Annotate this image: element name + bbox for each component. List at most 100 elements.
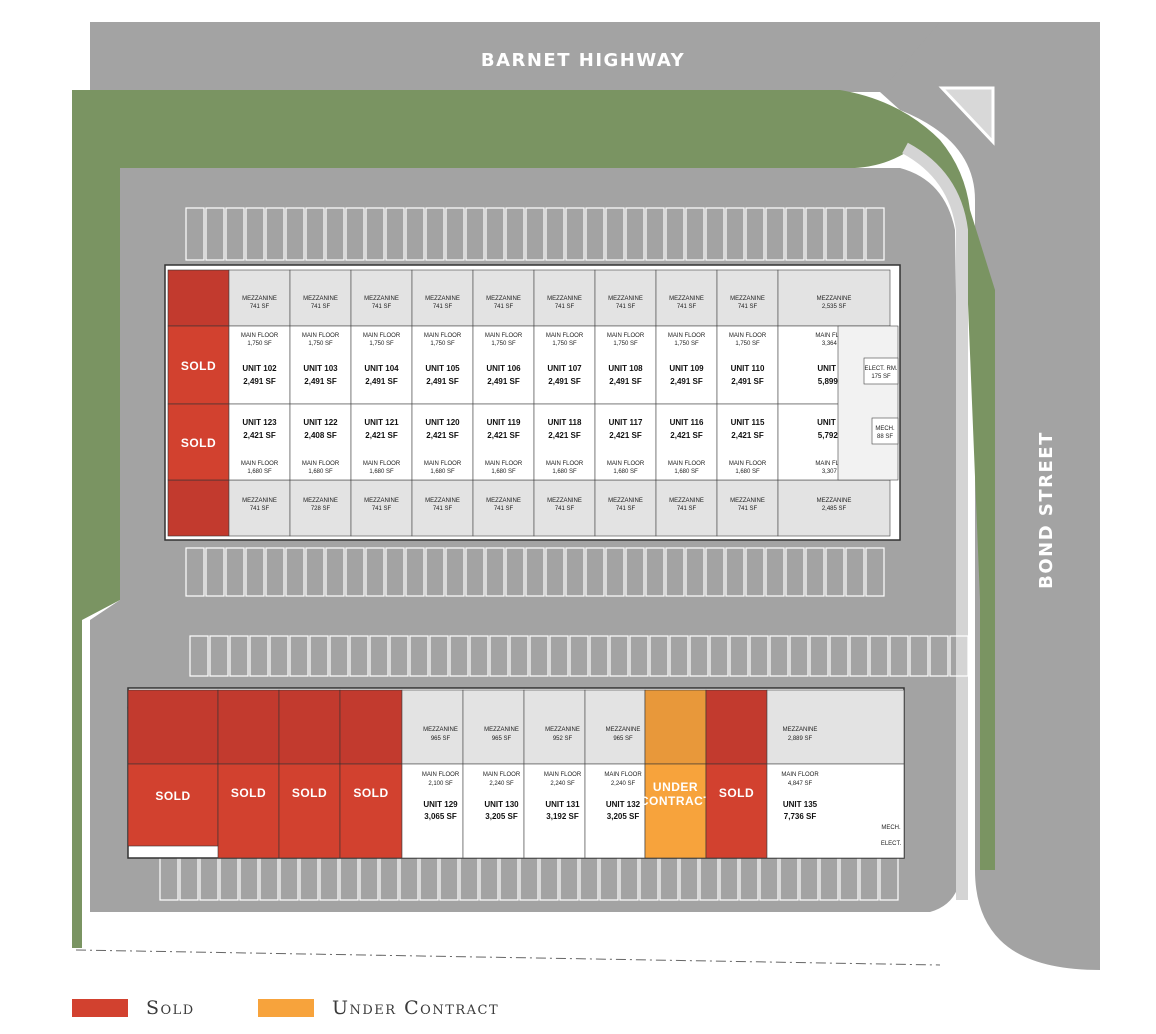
parking-stall [505, 207, 525, 261]
unit-area: 2,421 SF [609, 431, 642, 440]
unit[interactable]: SOLD [217, 689, 280, 859]
main-floor-label: MAIN FLOOR [815, 333, 853, 339]
main-floor-area: 4,847 SF [788, 781, 813, 787]
parking-stall [865, 207, 885, 261]
parking-stall [789, 635, 809, 677]
parking-stall [765, 547, 785, 597]
unit[interactable]: SOLD [339, 689, 403, 859]
unit-mezzanine [777, 479, 891, 537]
parking-stall [525, 547, 545, 597]
unit[interactable]: SOLD [127, 689, 219, 847]
mezzanine-label: MEZZANINE [486, 296, 521, 302]
property-line [75, 949, 941, 966]
parking-stall [465, 207, 485, 261]
mezzanine-area: 741 SF [433, 304, 453, 310]
parking-stall [769, 635, 789, 677]
mezzanine-area: 741 SF [555, 304, 575, 310]
parking-stall [245, 207, 265, 261]
unit-main-floor [655, 403, 718, 481]
unit-number: UNIT 129 [423, 800, 458, 809]
parking-stall [865, 547, 885, 597]
parking-stall [645, 207, 665, 261]
parking-stall [185, 547, 205, 597]
main-floor-area: 1,750 SF [613, 341, 638, 347]
parking-stall [449, 635, 469, 677]
mezzanine-area: 2,485 SF [822, 506, 847, 512]
parking-stall [225, 207, 245, 261]
unit-number: UNIT 102 [242, 364, 277, 373]
unit-number: UNIT 118 [548, 418, 582, 427]
main-floor-area: 1,750 SF [674, 341, 699, 347]
unit-number: UNIT 105 [425, 364, 460, 373]
unit-mezzanine [716, 479, 779, 537]
unit-status-label: SOLD [292, 786, 327, 800]
main-floor-area: 2,240 SF [550, 781, 575, 787]
parking-stall [785, 207, 805, 261]
bond-sidewalk [902, 142, 968, 900]
parking-stall [569, 635, 589, 677]
legend-under-contract: Under Contract [258, 996, 499, 1020]
unit-number: UNIT 115 [731, 418, 765, 427]
unit-main-floor [594, 403, 657, 481]
unit-under-contract-fill [644, 763, 707, 859]
main-floor-label: MAIN FLOOR [483, 772, 521, 778]
parking-stall [509, 635, 529, 677]
mezzanine-label: MEZZANINE [486, 498, 521, 504]
legend-sold: Sold [72, 996, 195, 1020]
main-floor-label: MAIN FLOOR [424, 333, 462, 339]
mechanical-room-label: MECH. [875, 426, 895, 432]
unit[interactable]: SOLD [278, 689, 341, 859]
parking-stall [465, 547, 485, 597]
main-floor-label: MAIN FLOOR [604, 772, 642, 778]
parking-stall [365, 207, 385, 261]
parking-stall [329, 635, 349, 677]
parking-stall [685, 207, 705, 261]
unit[interactable]: SOLD [167, 269, 230, 405]
unit-number: UNIT 117 [609, 418, 643, 427]
mezzanine-label: MEZZANINE [669, 296, 704, 302]
mezzanine-label: MEZZANINE [608, 296, 643, 302]
parking-stall [785, 547, 805, 597]
unit[interactable]: SOLD [705, 689, 768, 859]
unit[interactable]: SOLD [167, 403, 230, 537]
parking-stall [585, 207, 605, 261]
mech-room-label: MECH. [881, 825, 901, 831]
main-floor-area: 1,680 SF [308, 469, 333, 475]
main-floor-label: MAIN FLOOR [302, 461, 340, 467]
unit-mezzanine [278, 689, 341, 765]
unit-area: 2,491 SF [243, 377, 276, 386]
main-floor-area: 2,240 SF [611, 781, 636, 787]
unit-mezzanine [339, 689, 403, 765]
main-floor-label: MAIN FLOOR [363, 461, 401, 467]
unit-main-floor [289, 325, 352, 405]
mezzanine-area: 2,889 SF [788, 736, 813, 742]
parking-stall [225, 547, 245, 597]
main-floor-label: MAIN FLOOR [485, 461, 523, 467]
